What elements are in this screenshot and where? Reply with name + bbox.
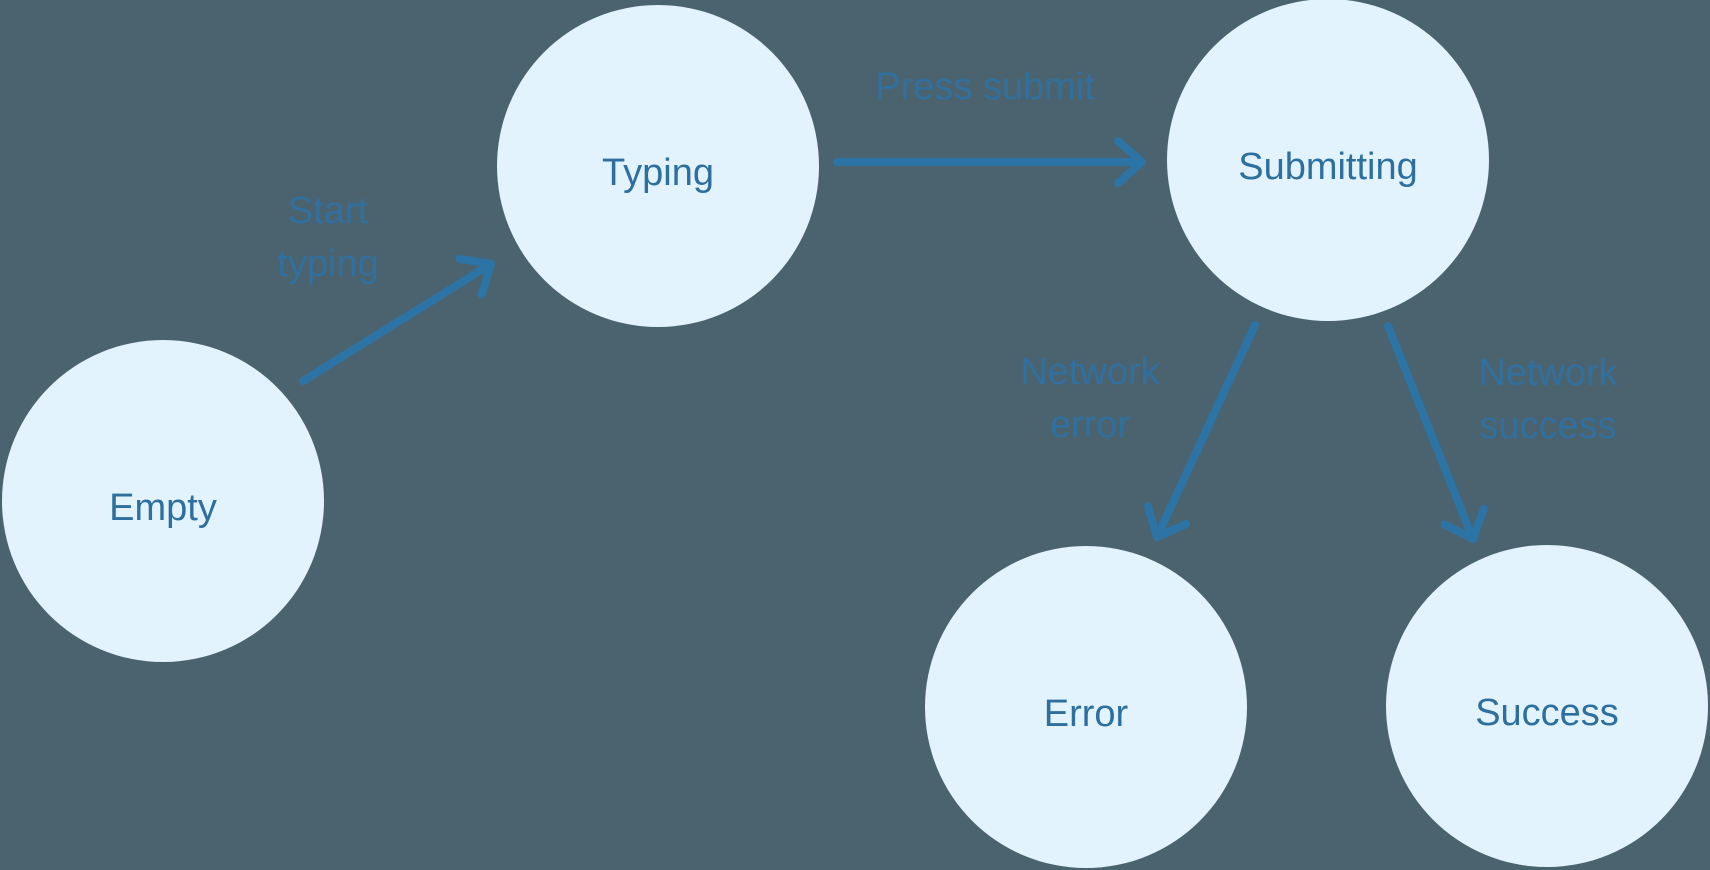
transition-empty-typing: Start typing xyxy=(277,190,495,385)
transition-submitting-success-arrow xyxy=(1384,322,1488,543)
state-submitting-circle xyxy=(1167,0,1489,321)
transition-empty-typing-label-line1: Start xyxy=(288,190,369,232)
transition-submitting-success-label-line1: Network xyxy=(1478,352,1618,394)
transition-empty-typing-label-line2: typing xyxy=(277,243,378,285)
state-empty-node: Empty xyxy=(2,340,324,662)
transition-submitting-error-arrow xyxy=(1144,321,1259,541)
transition-submitting-success: Network success xyxy=(1384,322,1619,543)
transition-submitting-error-label-line1: Network xyxy=(1020,351,1160,393)
transition-typing-submitting-label: Press submit xyxy=(875,66,1095,108)
state-typing-circle xyxy=(497,5,819,327)
transition-submitting-error: Network error xyxy=(1020,321,1259,541)
state-empty-label: Empty xyxy=(109,487,217,529)
state-success-circle xyxy=(1386,545,1708,867)
state-error-label: Error xyxy=(1044,693,1129,735)
state-typing-node: Typing xyxy=(497,5,819,327)
transition-submitting-success-label-line2: success xyxy=(1479,405,1616,447)
state-submitting-label: Submitting xyxy=(1238,146,1418,188)
state-error-node: Error xyxy=(925,546,1247,868)
transition-empty-typing-arrow xyxy=(299,254,495,385)
state-typing-label: Typing xyxy=(602,152,714,194)
state-error-circle xyxy=(925,546,1247,868)
state-success-label: Success xyxy=(1475,692,1619,734)
state-submitting-node: Submitting xyxy=(1167,0,1489,321)
transition-submitting-error-label-line2: error xyxy=(1050,404,1131,446)
state-success-node: Success xyxy=(1386,545,1708,867)
transition-typing-submitting: Press submit xyxy=(833,66,1146,187)
state-empty-circle xyxy=(2,340,324,662)
